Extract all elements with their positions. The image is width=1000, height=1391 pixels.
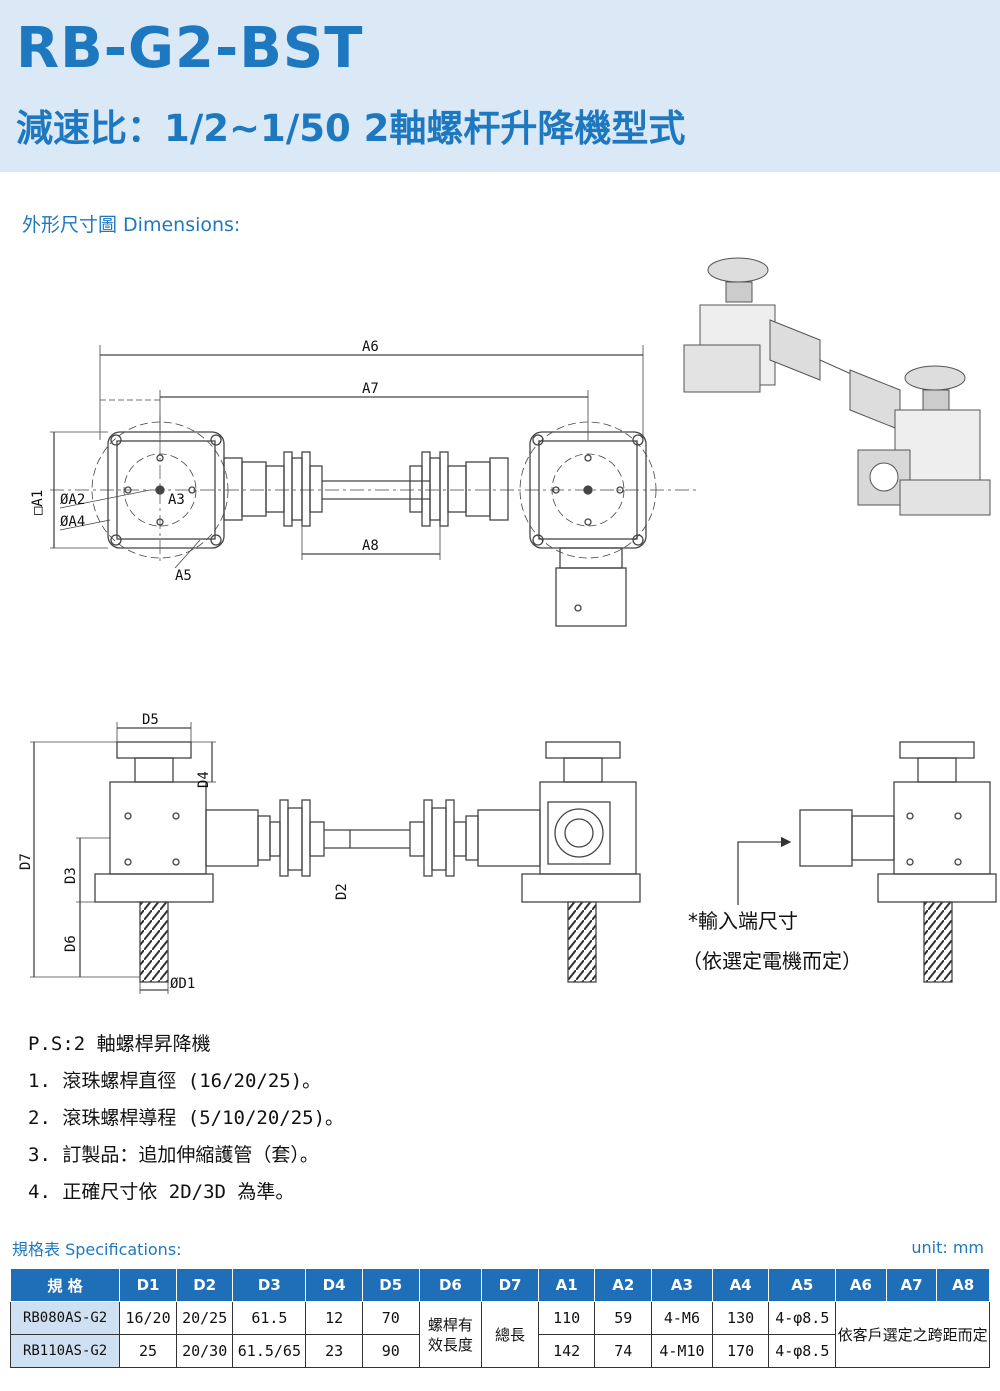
d7-merged-cell: 總長 — [481, 1301, 539, 1368]
table-header-row: 規 格 D1 D2 D3 D4 D5 D6 D7 A1 A2 A3 A4 A5 … — [9, 1268, 990, 1302]
label-a1: □A1 — [30, 490, 46, 515]
table-cell: 110 — [537, 1301, 596, 1335]
page-subtitle: 減速比：1/2~1/50 2軸螺杆升降機型式 — [16, 107, 686, 150]
header-cell: 規 格 — [9, 1268, 121, 1302]
table-cell: 25 — [119, 1334, 177, 1368]
label-d4: D4 — [196, 771, 212, 788]
table-cell: 90 — [361, 1334, 420, 1368]
header-cell: D6 — [418, 1268, 483, 1302]
table-cell: 130 — [711, 1301, 770, 1335]
table-cell: 61.5 — [232, 1301, 307, 1335]
label-a7: A7 — [362, 381, 379, 397]
table-cell: 4-φ8.5 — [768, 1334, 837, 1368]
note-item: 1. 滾珠螺桿直徑 (16/20/25)。 — [28, 1070, 322, 1092]
header-cell: D5 — [361, 1268, 420, 1302]
header-cell: A3 — [651, 1268, 713, 1302]
table-row: RB110AS-G2 25 20/30 61.5/65 23 90 142 74… — [9, 1334, 990, 1368]
label-d7: D7 — [18, 853, 34, 870]
table-cell: 12 — [305, 1301, 363, 1335]
table-cell: 23 — [305, 1334, 363, 1368]
table-cell: 61.5/65 — [232, 1334, 307, 1368]
dimension-drawing: A6 A7 A8 □A1 ØA2 A3 ØA4 A5 D5 D4 D7 D3 D… — [18, 257, 997, 994]
label-a6: A6 — [362, 339, 379, 355]
header-cell: D7 — [481, 1268, 539, 1302]
note-item: 3. 訂製品：追加伸縮護管（套）。 — [28, 1144, 319, 1166]
note-item: 4. 正確尺寸依 2D/3D 為準。 — [28, 1181, 295, 1203]
header-cell: A4 — [711, 1268, 770, 1302]
table-cell: 74 — [594, 1334, 653, 1368]
d6-merged-cell: 螺桿有效長度 — [418, 1301, 483, 1368]
header-cell: A7 — [885, 1268, 938, 1302]
table-cell: 4-M10 — [651, 1334, 713, 1368]
model-cell: RB110AS-G2 — [9, 1334, 121, 1368]
unit-label: unit: mm — [911, 1238, 984, 1257]
model-cell: RB080AS-G2 — [9, 1301, 121, 1335]
header-cell: A6 — [835, 1268, 887, 1302]
table-row: RB080AS-G2 16/20 20/25 61.5 12 70 螺桿有效長度… — [9, 1301, 990, 1368]
label-a5: A5 — [175, 568, 192, 584]
header-cell: A1 — [537, 1268, 596, 1302]
header-cell: D1 — [119, 1268, 177, 1302]
label-a4: ØA4 — [60, 514, 85, 530]
table-cell: 16/20 — [119, 1301, 177, 1335]
table-cell: 170 — [711, 1334, 770, 1368]
label-a8: A8 — [362, 538, 379, 554]
notes-list: P.S:2 軸螺桿昇降機 1. 滾珠螺桿直徑 (16/20/25)。 2. 滾珠… — [28, 1030, 344, 1215]
label-d1: ØD1 — [170, 976, 195, 992]
input-note-line1: *輸入端尺寸 — [688, 909, 798, 933]
note-item: 2. 滾珠螺桿導程 (5/10/20/25)。 — [28, 1107, 345, 1129]
table-cell: 70 — [361, 1301, 420, 1335]
label-d2: D2 — [334, 883, 350, 900]
table-cell: 20/25 — [175, 1301, 234, 1335]
table-cell: 59 — [594, 1301, 653, 1335]
label-a2: ØA2 — [60, 492, 85, 508]
label-a3: A3 — [168, 492, 185, 508]
header-cell: A8 — [936, 1268, 990, 1302]
spec-section-label: 規格表 Specifications: — [12, 1240, 182, 1259]
dimensions-section-label: 外形尺寸圖 Dimensions: — [22, 214, 241, 236]
label-d6: D6 — [63, 935, 79, 952]
header-cell: D2 — [175, 1268, 234, 1302]
header-cell: D3 — [232, 1268, 307, 1302]
header-banner: RB-G2-BST 減速比：1/2~1/50 2軸螺杆升降機型式 — [0, 0, 1000, 172]
header-cell: A5 — [768, 1268, 837, 1302]
label-d3: D3 — [63, 867, 79, 884]
page-title: RB-G2-BST — [16, 16, 364, 81]
input-note-line2: （依選定電機而定） — [682, 949, 862, 973]
note-item: P.S:2 軸螺桿昇降機 — [28, 1033, 211, 1055]
table-cell: 142 — [537, 1334, 596, 1368]
header-cell: D4 — [305, 1268, 363, 1302]
table-cell: 20/30 — [175, 1334, 234, 1368]
header-cell: A2 — [594, 1268, 653, 1302]
label-d5: D5 — [142, 712, 159, 728]
table-cell: 4-φ8.5 — [768, 1301, 837, 1335]
a678-merged-cell: 依客戶選定之跨距而定 — [835, 1301, 990, 1368]
table-cell: 4-M6 — [651, 1301, 713, 1335]
spec-table: 規 格 D1 D2 D3 D4 D5 D6 D7 A1 A2 A3 A4 A5 … — [9, 1268, 990, 1368]
